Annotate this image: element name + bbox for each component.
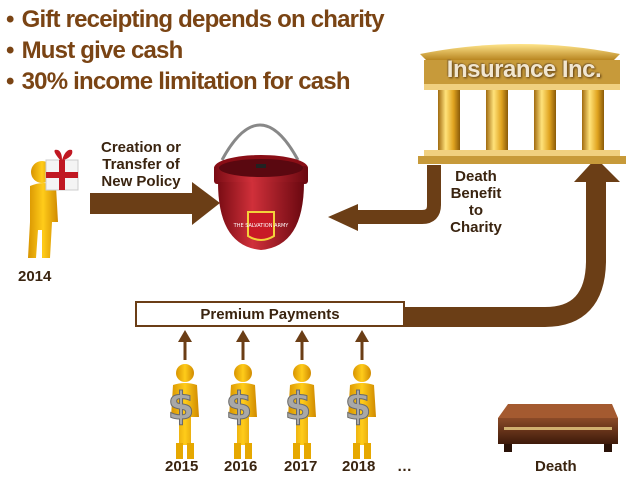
death-benefit-label: Death Benefit to Charity [450, 168, 502, 236]
start-year: 2014 [18, 268, 52, 285]
red-kettle-icon: THE SALVATION ARMY [214, 123, 308, 250]
year-label: 2018 [342, 458, 376, 475]
ellipsis: … [397, 458, 412, 475]
insurer-name: Insurance Inc. [446, 56, 602, 83]
kettle-emblem: THE SALVATION ARMY [233, 223, 290, 229]
bullet-item: •Must give cash [6, 37, 183, 64]
premium-payments-box: Premium Payments [135, 301, 405, 327]
bank-building-icon [418, 44, 626, 164]
person-with-dollar-icon [167, 363, 377, 460]
arrow-donor-to-kettle [90, 182, 220, 225]
year-label: 2016 [224, 458, 258, 475]
coffin-icon [498, 404, 618, 452]
arrow-insurer-to-kettle [328, 165, 441, 231]
bullet-item: •Gift receipting depends on charity [6, 6, 385, 33]
arrow-premiums-to-insurer [404, 158, 620, 327]
person-with-gift-icon [28, 149, 79, 258]
year-label: 2017 [284, 458, 318, 475]
payment-arrows [178, 330, 369, 360]
death-label: Death [535, 458, 577, 475]
bullet-list: •Gift receipting depends on charity •Mus… [6, 4, 385, 97]
year-label: 2015 [165, 458, 199, 475]
creation-label: Creation or Transfer of New Policy [100, 139, 181, 190]
bullet-item: •30% income limitation for cash [6, 68, 351, 95]
